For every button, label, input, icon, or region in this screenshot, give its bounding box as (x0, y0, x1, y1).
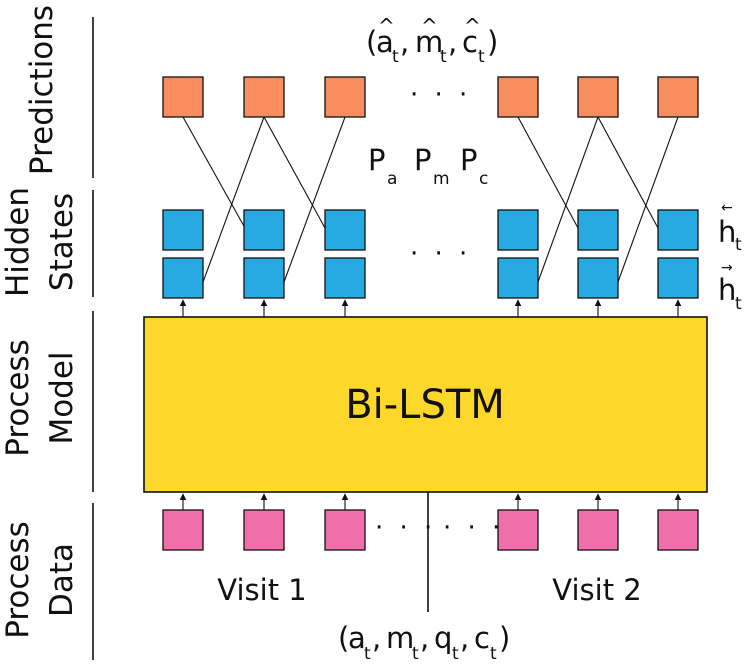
section-label-data-line2: Data (44, 543, 80, 617)
predictions-ellipsis: · · · (410, 80, 471, 110)
svg-text:c: c (474, 621, 490, 655)
svg-text:t: t (440, 47, 447, 67)
hidden-box (324, 209, 366, 251)
svg-text:t: t (735, 294, 742, 314)
hidden-boxes-forward (162, 257, 699, 299)
svg-text:a: a (376, 25, 394, 59)
svg-text:t: t (735, 235, 742, 255)
prediction-box (497, 76, 539, 118)
svg-text:m: m (433, 169, 450, 189)
data-box (162, 509, 204, 551)
svg-text:(: ( (366, 25, 377, 59)
svg-text:P: P (460, 143, 478, 177)
hidden-box (577, 209, 619, 251)
hidden-box (657, 209, 699, 251)
prediction-box (162, 76, 204, 118)
predictions-tuple: ( a ^ t , m ^ t , c ^ t ) (366, 14, 498, 67)
svg-text:^: ^ (421, 14, 438, 38)
svg-text:P: P (414, 143, 432, 177)
data-box (243, 509, 285, 551)
svg-text:,: , (448, 25, 457, 59)
hidden-box (162, 257, 204, 299)
svg-text:,: , (460, 621, 469, 655)
svg-text:t: t (412, 644, 419, 664)
svg-text:,: , (400, 25, 409, 59)
data-box (324, 509, 366, 551)
hidden-box (243, 209, 285, 251)
prediction-boxes (162, 76, 699, 118)
data-boxes (162, 509, 699, 551)
model-name: Bi-LSTM (345, 382, 505, 428)
svg-text:): ) (487, 25, 498, 59)
hidden-direction-labels: ← h t → h t (718, 200, 742, 314)
section-label-model-line2: Model (44, 351, 80, 444)
svg-text:t: t (478, 47, 485, 67)
section-label-predictions: Predictions (24, 5, 60, 175)
data-ellipsis-right: · · · (443, 513, 504, 543)
svg-text:c: c (479, 169, 488, 189)
svg-text:^: ^ (378, 14, 395, 38)
svg-text:c: c (462, 25, 478, 59)
visit-2-label: Visit 2 (552, 573, 641, 607)
prediction-box (324, 76, 366, 118)
svg-text:a: a (387, 169, 397, 189)
prediction-box (243, 76, 285, 118)
hidden-box (243, 257, 285, 299)
input-tuple: ( a t , m t , q t , c t ) (338, 621, 510, 664)
hidden-boxes-backward (162, 209, 699, 251)
svg-text:m: m (415, 25, 443, 59)
bi-lstm-block (143, 316, 708, 493)
hidden-box (497, 257, 539, 299)
svg-text:h: h (718, 215, 736, 249)
data-ellipsis-left: · · · (375, 513, 436, 543)
prediction-box (577, 76, 619, 118)
data-box (497, 509, 539, 551)
section-label-hidden-line1: Hidden (0, 187, 36, 297)
hidden-box (657, 257, 699, 299)
backward-arrow-icon: ← (721, 200, 733, 216)
svg-text:t: t (452, 644, 459, 664)
forward-arrow-icon: → (721, 260, 733, 276)
svg-text:m: m (386, 621, 414, 655)
model-output-arrows (179, 299, 682, 317)
svg-text:t: t (490, 644, 497, 664)
svg-text:^: ^ (464, 14, 481, 38)
projection-labels: P a P m P c (368, 143, 488, 189)
svg-text:(: ( (338, 621, 349, 655)
hidden-ellipsis: · · · (410, 239, 471, 269)
svg-text:): ) (499, 621, 510, 655)
svg-text:,: , (420, 621, 429, 655)
section-label-model-line1: Process (0, 339, 36, 457)
svg-text:t: t (364, 644, 371, 664)
section-label-hidden-line2: States (44, 193, 80, 291)
visit-1-label: Visit 1 (217, 573, 306, 607)
data-box (577, 509, 619, 551)
hidden-box (162, 209, 204, 251)
svg-text:a: a (348, 621, 366, 655)
svg-text:h: h (718, 273, 736, 307)
hidden-box (324, 257, 366, 299)
svg-text:t: t (392, 47, 399, 67)
data-box (657, 509, 699, 551)
connection-lines (182, 116, 679, 283)
hidden-box (577, 257, 619, 299)
svg-text:,: , (372, 621, 381, 655)
svg-text:q: q (434, 621, 452, 655)
prediction-box (657, 76, 699, 118)
data-input-arrows (179, 493, 682, 510)
hidden-box (497, 209, 539, 251)
section-label-data-line1: Process (0, 521, 36, 639)
svg-text:P: P (368, 143, 386, 177)
